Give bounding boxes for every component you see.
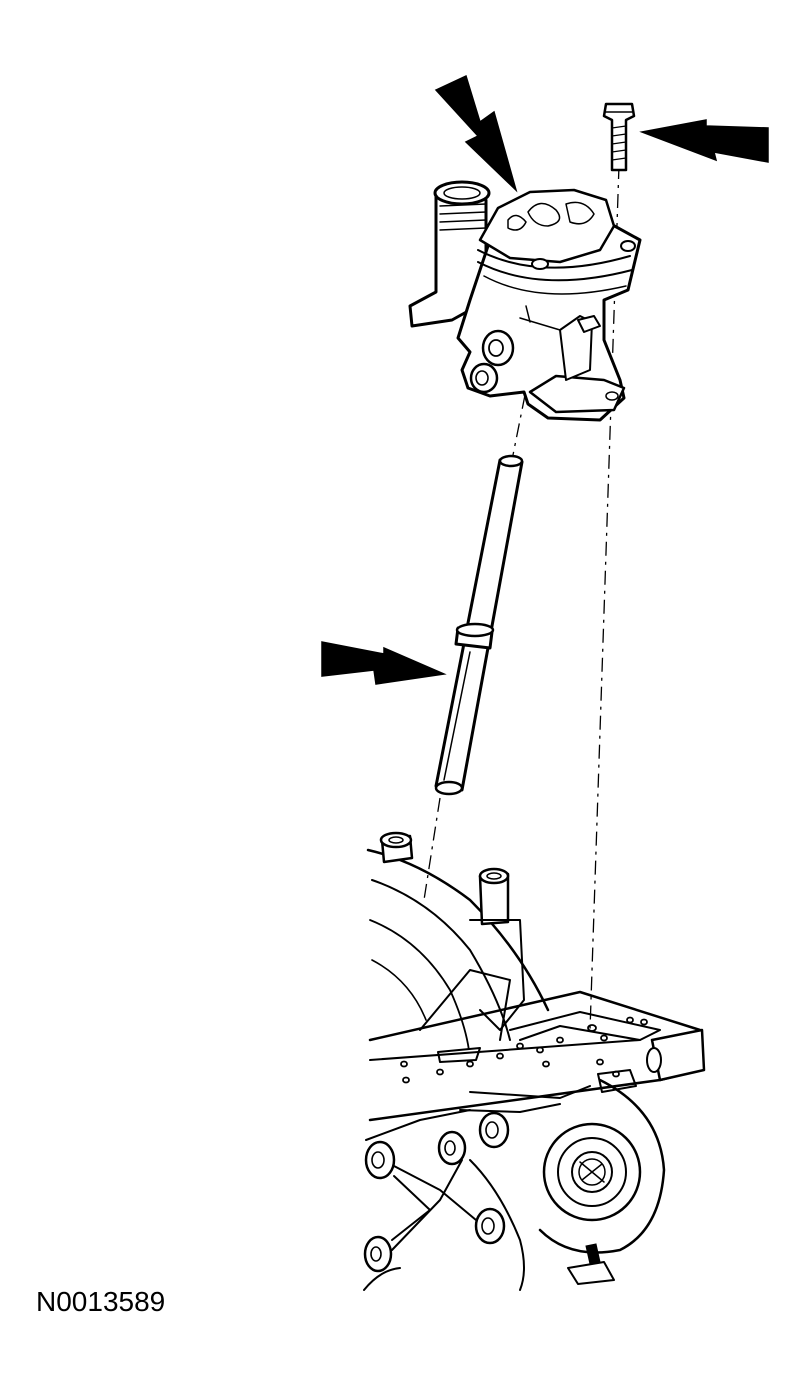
figure-id-label: N0013589 xyxy=(36,1286,166,1317)
mounting-bolt xyxy=(602,102,636,172)
drive-shaft xyxy=(434,454,524,796)
shaft-alignment-line-upper xyxy=(511,394,526,461)
callout-arrow-bolt xyxy=(639,119,769,163)
shaft-alignment-line-lower xyxy=(423,797,441,901)
engine-block xyxy=(363,831,706,1291)
callout-arrow-drive-shaft xyxy=(321,641,447,685)
alignment-lines xyxy=(423,164,620,1031)
vacuum-pump xyxy=(408,180,642,422)
callout-arrows xyxy=(321,74,769,685)
callout-arrow-vacuum-pump xyxy=(434,74,518,193)
